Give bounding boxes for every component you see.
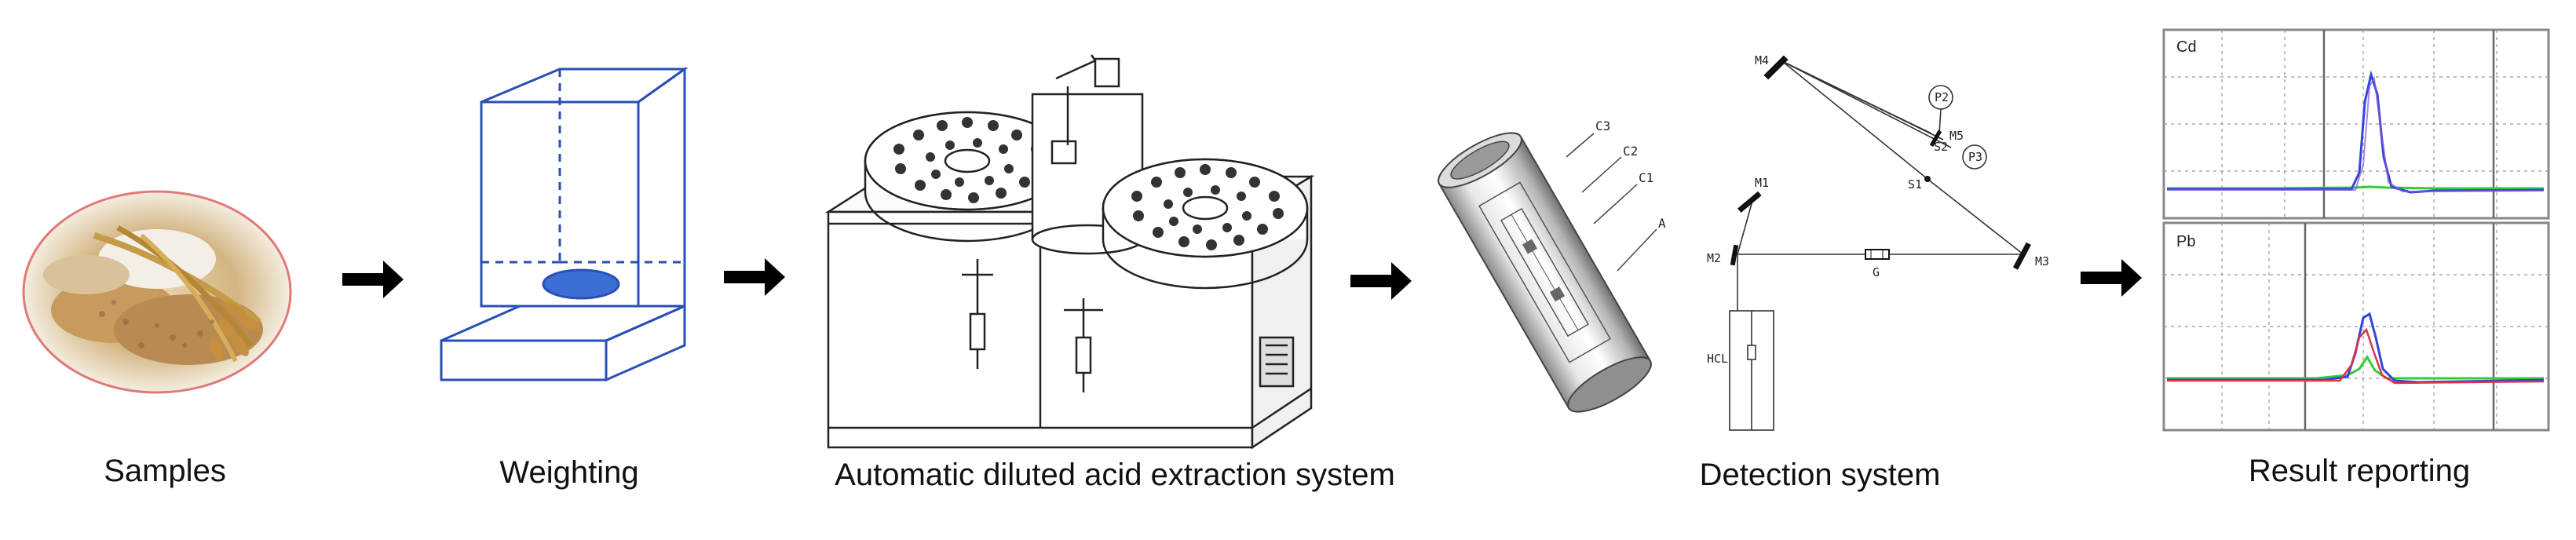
stage-label-extraction: Automatic diluted acid extraction system [835,458,1395,492]
port-label-p2: P2 [1935,90,1949,104]
lamp-label-hcl: HCL [1707,352,1728,366]
weighing-dish-icon [542,268,620,300]
flow-arrow-3 [1350,262,1412,300]
port-label-p3: P3 [1968,150,1982,164]
mirror-label-m5: M5 [1949,129,1964,143]
cell-label-c2: C2 [1623,144,1638,159]
mirror-label-m1: M1 [1755,176,1769,190]
mirror-label-m3: M3 [2035,254,2049,268]
result-label-cd: Cd [2176,38,2197,56]
samples-image [22,190,292,394]
stage-label-detection: Detection system [1699,458,1941,492]
detection-system-diagram: M4 M1 M2 M3 M5 S1 S2 P2 P3 G HCL [1707,53,2049,431]
balance-diagram [440,67,689,382]
cell-label-a: A [1658,216,1666,231]
extraction-system-diagram [824,54,1315,450]
slit-label-s1: S1 [1908,177,1922,192]
result-chart-cd: Cd [2162,28,2550,220]
flow-arrow-4 [2081,259,2142,297]
mirror-label-m2: M2 [1707,251,1721,265]
cell-label-c1: C1 [1639,170,1653,185]
mirror-label-m4: M4 [1755,53,1769,68]
flow-arrow-2 [724,258,785,296]
stage-label-weighting: Weighting [499,455,639,490]
result-label-pb: Pb [2176,233,2195,250]
stage-label-result: Result reporting [2248,454,2471,488]
atomizer-cell-diagram: C3 C2 C1 A [1438,119,1666,413]
slit-label-s2: S2 [1934,140,1948,154]
grating-label-g: G [1873,265,1880,279]
stage-label-samples: Samples [104,454,226,488]
result-chart-pb: Pb [2162,221,2550,432]
cell-label-c3: C3 [1595,119,1610,133]
flow-arrow-1 [342,261,404,298]
